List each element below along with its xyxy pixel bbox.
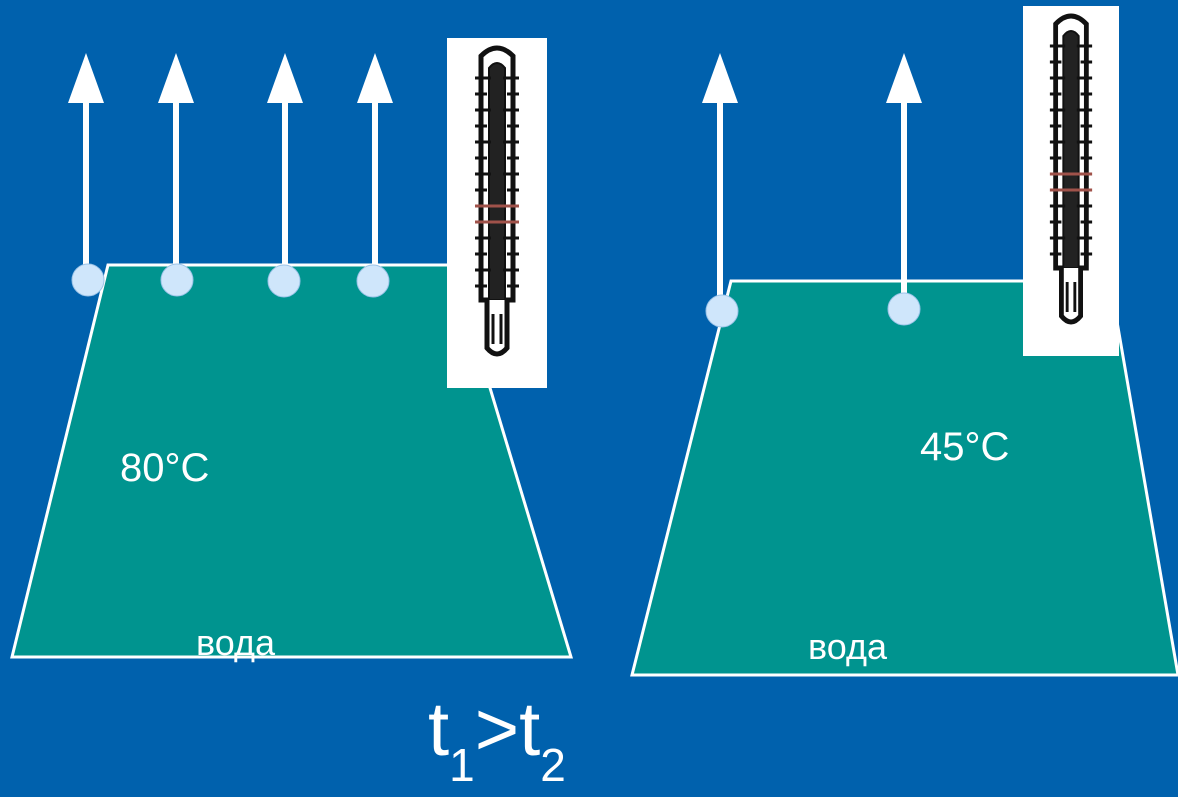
formula-t1: t <box>428 687 450 772</box>
right-vessel-body <box>630 279 1178 677</box>
left-temperature: 80°C <box>120 446 210 490</box>
right-bubbles <box>705 292 921 328</box>
vapor-arrow-head <box>68 53 104 103</box>
right-temperature: 45°C <box>920 425 1010 469</box>
vapor-arrow-head <box>267 53 303 103</box>
vapor-arrow-head <box>357 53 393 103</box>
right-vapor-arrows <box>702 53 922 310</box>
thermometer-icon <box>1023 6 1119 356</box>
right-liquid-label: вода <box>808 626 887 667</box>
vapor-arrow-head <box>886 53 922 103</box>
vapor-bubble <box>160 263 194 297</box>
formula-t1-sub: 1 <box>449 739 475 791</box>
left-liquid-label: вода <box>196 622 275 663</box>
vapor-arrow-head <box>702 53 738 103</box>
vapor-bubble <box>71 263 105 297</box>
vapor-bubble <box>356 264 390 298</box>
formula-operator: > <box>474 687 520 772</box>
formula-t2-sub: 2 <box>540 739 566 791</box>
left-bubbles <box>71 263 390 298</box>
formula-t2: t <box>519 687 541 772</box>
temperature-comparison: t1>t2 <box>428 692 566 789</box>
thermometer-icon <box>447 38 547 388</box>
left-vessel-body <box>10 263 574 659</box>
vapor-bubble <box>887 292 921 326</box>
left-vapor-arrows <box>68 53 393 286</box>
vapor-bubble <box>705 294 739 328</box>
vapor-arrow-head <box>158 53 194 103</box>
vapor-bubble <box>267 264 301 298</box>
